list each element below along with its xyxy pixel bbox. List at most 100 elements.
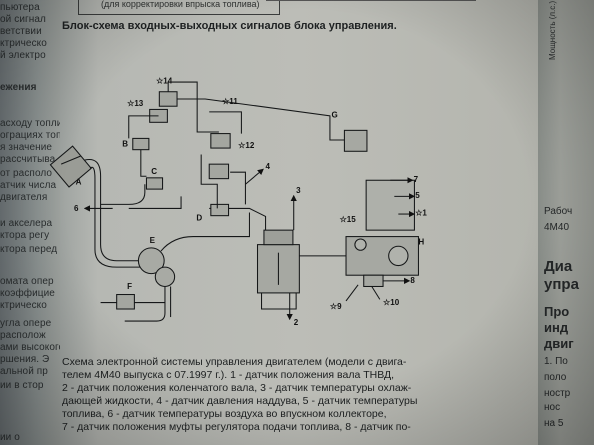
valve-C bbox=[145, 177, 164, 190]
vacuum-line-5 bbox=[209, 111, 242, 134]
right-page-text-fragment: Рабоч bbox=[544, 206, 573, 217]
label-D: D bbox=[196, 213, 202, 222]
air-cleaner-A bbox=[49, 145, 92, 188]
left-page-text-fragment: ежения bbox=[0, 82, 37, 93]
exhaust-pipe bbox=[124, 286, 166, 322]
right-page-text-fragment: на 5 bbox=[544, 418, 564, 429]
left-page-text-fragment: ктора перед bbox=[0, 244, 58, 255]
divider-line bbox=[266, 0, 476, 1]
vacuum-line-6 bbox=[200, 154, 218, 209]
vacuum-line-3 bbox=[128, 115, 159, 139]
component-F bbox=[116, 293, 135, 310]
vacuum-line-4 bbox=[140, 149, 147, 177]
left-page-text-fragment: ой сигнал bbox=[0, 14, 46, 25]
label-s5: 5 bbox=[415, 191, 420, 200]
intake-manifold-D bbox=[209, 207, 267, 231]
left-page-text-fragment: асходу топли bbox=[0, 118, 62, 129]
caption-line: 2 - датчик положения коленчатого вала, 3… bbox=[62, 382, 412, 394]
caption-line: телем 4M40 выпуска с 07.1997 г.). 1 - да… bbox=[62, 369, 395, 381]
figure-caption: Схема электронной системы управления дви… bbox=[62, 356, 542, 434]
label-H: H bbox=[418, 238, 424, 247]
intake-pipe-inner bbox=[89, 166, 141, 268]
left-page-text-fragment: ии о bbox=[0, 432, 20, 443]
intercooler-pipe bbox=[100, 184, 146, 205]
right-page-text-fragment: инд bbox=[544, 320, 569, 335]
right-page-text-fragment: упра bbox=[544, 276, 579, 293]
left-page-text-fragment: коэффицие bbox=[0, 288, 55, 299]
left-page-text-fragment: рассчитыва bbox=[0, 154, 56, 165]
solenoid-12 bbox=[208, 163, 230, 180]
left-page-text-fragment: от располо bbox=[0, 168, 53, 179]
left-page-text-fragment: ограциях топ bbox=[0, 130, 62, 141]
vacuum-line-2 bbox=[177, 98, 345, 141]
label-s12: ☆12 bbox=[238, 141, 255, 150]
solenoid-11 bbox=[210, 133, 231, 149]
left-page-text-fragment: ктрическо bbox=[0, 300, 47, 311]
label-s3: 3 bbox=[296, 186, 301, 195]
air-cleaner-A-detail bbox=[60, 155, 81, 165]
label-s2: 2 bbox=[294, 318, 299, 327]
label-s14: ☆14 bbox=[156, 77, 173, 86]
vacuum-line-1 bbox=[167, 81, 219, 133]
left-page-text-fragment: двигателя bbox=[0, 192, 48, 203]
right-page-text-fragment: двиг bbox=[544, 336, 574, 351]
note-box-text: (для корректировки впрыска топлива) bbox=[101, 0, 260, 9]
right-page-text-fragment: нос bbox=[544, 402, 561, 413]
label-s6: 6 bbox=[74, 204, 79, 213]
label-E: E bbox=[150, 236, 156, 245]
intake-pipe bbox=[84, 158, 141, 262]
arrow-4 bbox=[245, 168, 264, 185]
arrow-10 bbox=[371, 286, 381, 300]
left-page-text-fragment: я значение bbox=[0, 142, 53, 153]
throttle-D bbox=[210, 203, 230, 217]
turbo-outlet bbox=[160, 212, 250, 252]
turbo-E bbox=[137, 247, 165, 275]
label-s11: ☆11 bbox=[222, 97, 238, 106]
right-page-text-fragment: Диа bbox=[544, 258, 573, 275]
sensor-15 bbox=[354, 238, 367, 251]
engine-control-diagram: A B C D E F G H ☆14 ☆13 ☆11 ☆12 ☆15 ☆9 ☆… bbox=[49, 77, 427, 327]
label-G: G bbox=[332, 110, 338, 119]
left-page-text-fragment: ктора регу bbox=[0, 230, 50, 241]
left-page-text-fragment: й электро bbox=[0, 50, 46, 61]
label-s1: ☆1 bbox=[415, 209, 427, 218]
left-page-text-fragment: и акселера bbox=[0, 218, 53, 229]
right-page-text-fragment: 4M40 bbox=[544, 222, 570, 233]
left-page-text-fragment: омата опер bbox=[0, 276, 54, 287]
cylinder-head bbox=[263, 229, 294, 246]
right-page-text-fragment: Про bbox=[544, 304, 570, 319]
left-page-text-fragment: ами высокого bbox=[0, 342, 62, 353]
label-s7: 7 bbox=[414, 175, 419, 184]
label-s10: ☆10 bbox=[383, 298, 400, 307]
caption-line: дающей жидкости, 4 - датчик давления над… bbox=[62, 395, 418, 407]
left-page-text-fragment: угла опере bbox=[0, 318, 52, 329]
component-G bbox=[343, 129, 368, 152]
arrow-9 bbox=[345, 284, 359, 302]
right-page-text-fragment: ностр bbox=[544, 388, 571, 399]
engine-sump bbox=[261, 292, 297, 310]
label-s4: 4 bbox=[266, 162, 271, 171]
diagram-title: Блок-схема входных-выходных сигналов бло… bbox=[62, 20, 397, 32]
label-s13: ☆13 bbox=[127, 99, 144, 108]
power-axis-label: Мощность (л.с.) bbox=[548, 0, 557, 60]
left-page-text-fragment: ктрическо bbox=[0, 38, 47, 49]
label-B: B bbox=[122, 139, 128, 148]
left-page-text-fragment: альной пр bbox=[0, 366, 48, 377]
left-page-text-fragment: ршения. Э bbox=[0, 354, 50, 365]
caption-line: топлива, 6 - датчик температуры воздуха … bbox=[62, 408, 387, 420]
left-page-text-fragment: атчик числа bbox=[0, 180, 57, 191]
left-page-text-fragment: пьютера bbox=[0, 2, 40, 13]
right-page-text-fragment: 1. По bbox=[544, 356, 568, 367]
left-page-text-fragment: ии в стор bbox=[0, 380, 44, 391]
fuel-regulator bbox=[365, 179, 415, 231]
label-C: C bbox=[151, 167, 157, 176]
vacuum-line-7 bbox=[230, 171, 246, 205]
turbo-E-inner bbox=[154, 266, 176, 287]
label-s15: ☆15 bbox=[340, 215, 357, 224]
solenoid-14 bbox=[158, 91, 178, 107]
label-s8: 8 bbox=[410, 276, 415, 285]
label-F: F bbox=[127, 282, 132, 291]
